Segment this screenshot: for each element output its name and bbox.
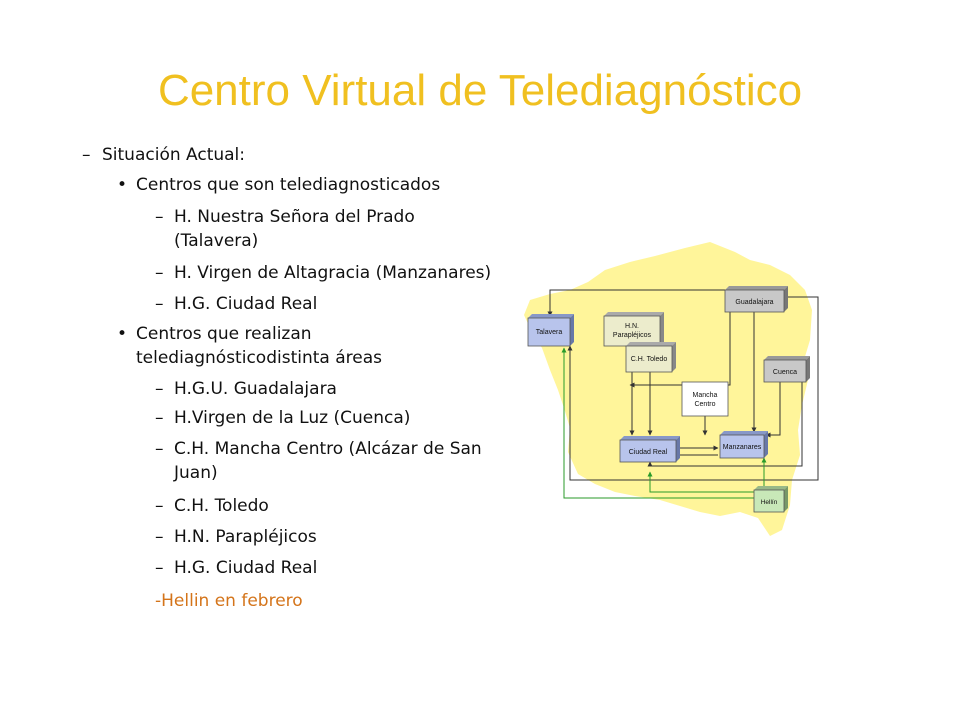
- outline-item-situacion: Situación Actual:: [102, 145, 246, 165]
- connectors: [547, 289, 819, 481]
- node-guadalajara: Guadalajara: [724, 286, 788, 313]
- node-label: H.N.: [625, 323, 639, 330]
- node-label: Cuenca: [773, 369, 797, 376]
- outline-item-cuenca: H.Virgen de la Luz (Cuenca): [174, 408, 411, 428]
- node-cuenca: Cuenca: [763, 356, 810, 383]
- outline-marker: •: [117, 324, 128, 344]
- hellin-connectors: [561, 347, 767, 499]
- node-label: Manzanares: [723, 444, 762, 451]
- outline-list: – Situación Actual: • Centros que son te…: [82, 145, 492, 611]
- outline-item-prado-cont: (Talavera): [174, 231, 259, 251]
- outline-item-ciudad-real-1: H.G. Ciudad Real: [174, 294, 318, 314]
- outline-marker: –: [155, 439, 164, 459]
- node-talavera: Talavera: [527, 314, 574, 347]
- outline-marker: –: [155, 294, 164, 314]
- outline-marker: –: [155, 263, 164, 283]
- outline-marker: –: [155, 527, 164, 547]
- outline-marker: –: [155, 408, 164, 428]
- outline-marker: •: [117, 175, 128, 195]
- node-hn-paraplejicos: H.N. Parapléjicos: [603, 312, 664, 347]
- node-label: Talavera: [536, 329, 563, 336]
- outline-item-hellin: -Hellin en febrero: [155, 591, 303, 611]
- node-ciudad-real: Ciudad Real: [619, 436, 680, 463]
- outline-item-altagracia: H. Virgen de Altagracia (Manzanares): [174, 263, 492, 283]
- network-map: Guadalajara Talavera H.N. Parapléjicos C…: [524, 242, 819, 536]
- outline-marker: –: [155, 207, 164, 227]
- outline-item-ciudad-real-2: H.G. Ciudad Real: [174, 558, 318, 578]
- node-label: Guadalajara: [735, 299, 773, 306]
- outline-marker: –: [155, 379, 164, 399]
- outline-item-mancha-cont: Juan): [174, 463, 218, 483]
- node-label: Centro: [694, 401, 715, 408]
- outline-item-toledo: C.H. Toledo: [174, 496, 269, 516]
- slide-title: Centro Virtual de Telediagnóstico: [157, 66, 803, 115]
- node-label: Parapléjicos: [613, 332, 652, 339]
- node-manzanares: Manzanares: [719, 431, 768, 459]
- outline-marker: –: [155, 496, 164, 516]
- outline-item-realizan-cont: telediagnósticodistinta áreas: [136, 348, 382, 368]
- outline-item-telediagnosticados: Centros que son telediagnosticados: [136, 175, 441, 195]
- outline-marker: –: [155, 558, 164, 578]
- node-label: Hellín: [761, 499, 778, 506]
- outline-item-guadalajara: H.G.U. Guadalajara: [174, 379, 337, 399]
- region-map-shape: [524, 242, 812, 536]
- outline-marker: –: [82, 145, 91, 165]
- outline-item-paraplejicos: H.N. Parapléjicos: [174, 527, 317, 547]
- outline-item-realizan: Centros que realizan: [136, 324, 312, 344]
- outline-item-mancha: C.H. Mancha Centro (Alcázar de San: [174, 439, 482, 459]
- node-ch-toledo: C.H. Toledo: [625, 342, 676, 373]
- node-hellin: Hellín: [753, 486, 788, 513]
- node-label: Mancha: [693, 392, 718, 399]
- outline-item-prado: H. Nuestra Señora del Prado: [174, 207, 415, 227]
- node-label: Ciudad Real: [629, 449, 668, 456]
- node-mancha-centro: Mancha Centro: [681, 381, 729, 417]
- node-label: C.H. Toledo: [631, 356, 668, 363]
